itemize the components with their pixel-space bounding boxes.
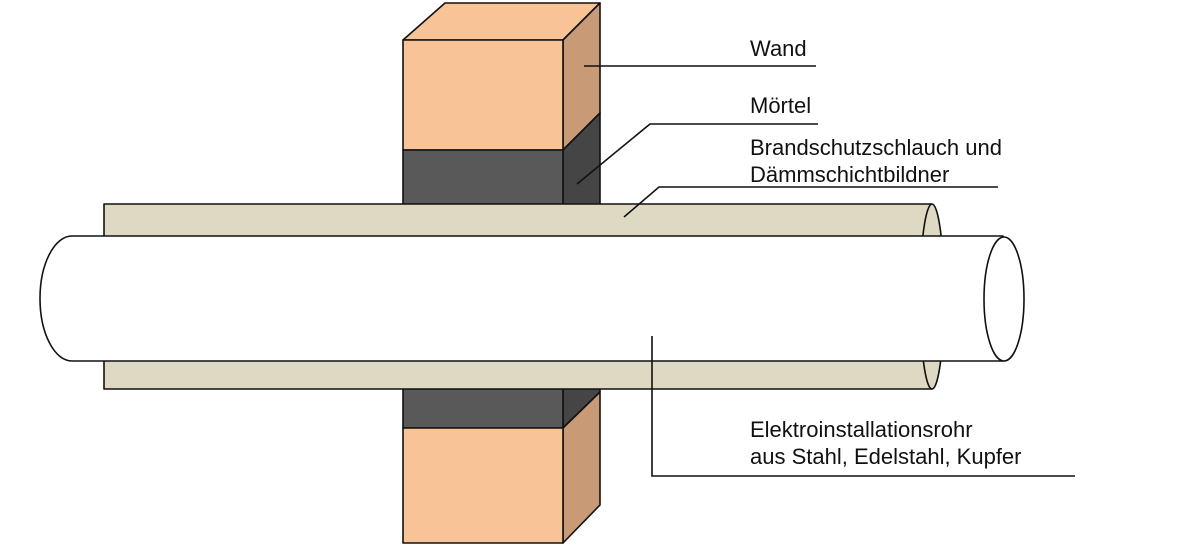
wall-upper-block (402, 2, 601, 151)
pipe-end-opening (983, 236, 1025, 362)
label-sleeve-line1: Brandschutzschlauch und (750, 135, 1002, 160)
installation-pipe (39, 235, 1025, 362)
pipe-body (39, 235, 1004, 362)
label-sleeve-line2: Dämmschichtbildner (750, 162, 949, 187)
label-pipe-line2: aus Stahl, Edelstahl, Kupfer (750, 444, 1022, 469)
leader-line-mortar (576, 123, 818, 185)
leader-lines (576, 65, 1075, 477)
mortar-upper (402, 112, 601, 207)
mortar-upper-front-face (402, 149, 564, 207)
label-pipe-line1: Elektroinstallationsrohr (750, 417, 973, 442)
wall-lower-block (402, 391, 601, 544)
mortar-lower-front-face (402, 387, 564, 429)
labels: Wand Mörtel Brandschutzschlauch und Dämm… (750, 36, 1022, 469)
label-mortar: Mörtel (750, 93, 811, 118)
wall-upper-front-face (402, 39, 564, 151)
label-wall: Wand (750, 36, 807, 61)
wall-lower-front-face (402, 427, 564, 544)
leader-line-pipe (651, 336, 1075, 477)
leader-line-sleeve (623, 186, 998, 218)
